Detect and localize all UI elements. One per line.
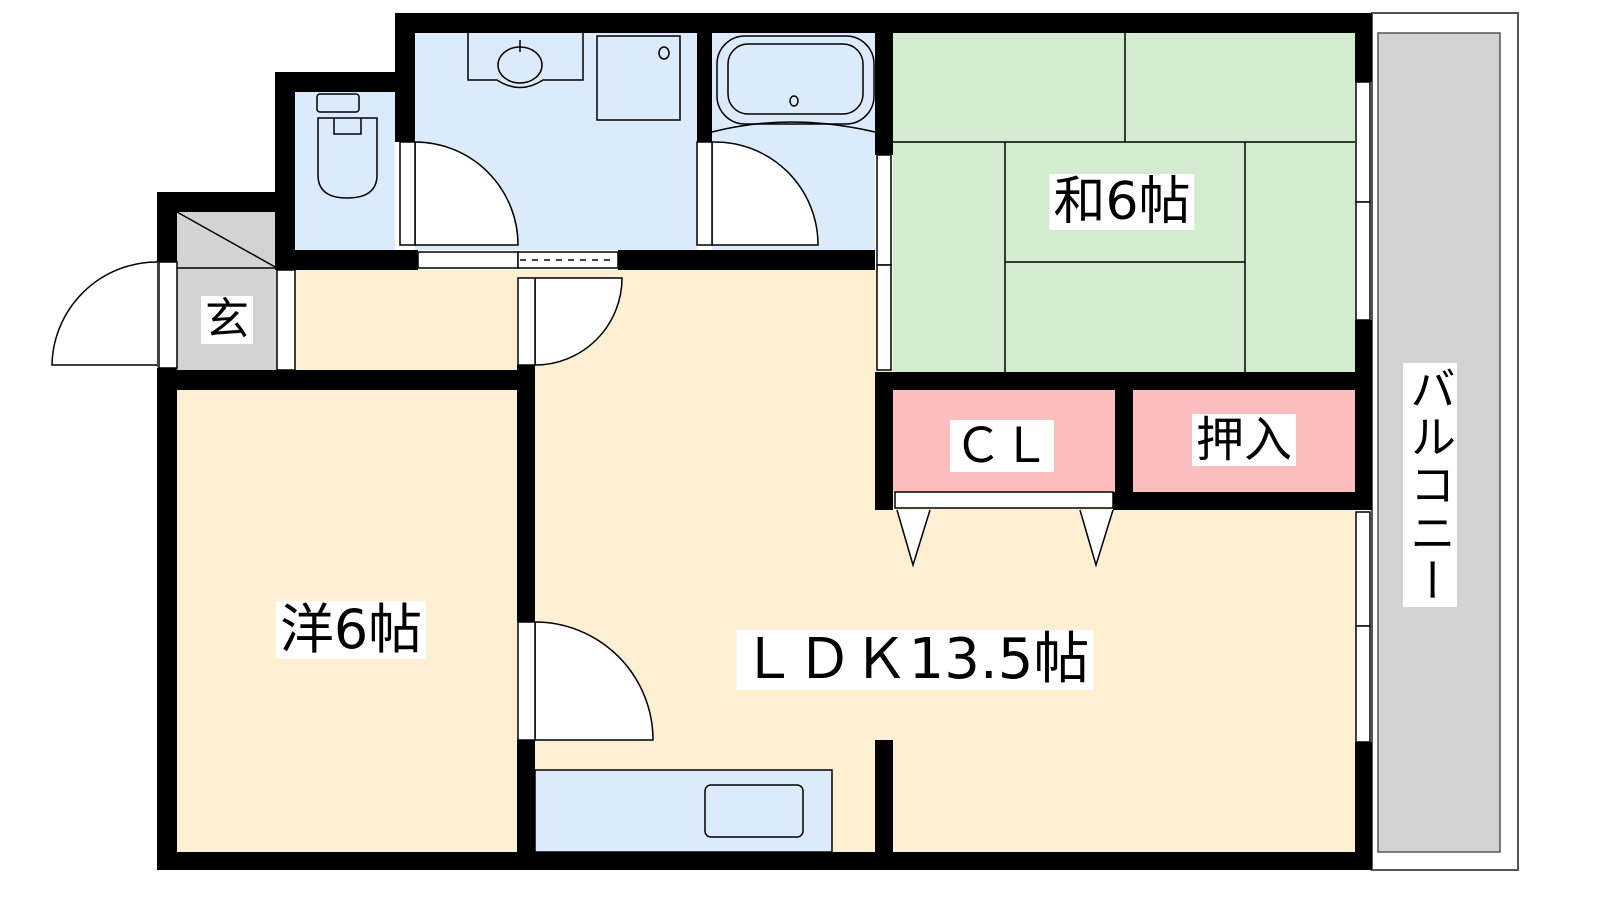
ldk-label: ＬＤＫ13.5帖	[736, 630, 1094, 690]
closet-label: ＣＬ	[949, 420, 1055, 472]
washing-machine	[596, 35, 681, 121]
genkan	[177, 212, 277, 370]
japanese-room-label: 和6帖	[1049, 174, 1195, 230]
genkan-label: 玄	[201, 296, 253, 344]
sink	[467, 33, 584, 89]
bathtub	[711, 35, 876, 133]
walls	[157, 13, 1372, 870]
western-room-label: 洋6帖	[275, 601, 427, 659]
toilet	[295, 92, 395, 250]
toilet-fixture	[316, 93, 378, 199]
kitchen-counter	[534, 769, 833, 853]
oshiire-label: 押入	[1191, 414, 1297, 466]
balcony-label: バルコニー	[1403, 363, 1457, 607]
balcony	[1371, 12, 1519, 871]
